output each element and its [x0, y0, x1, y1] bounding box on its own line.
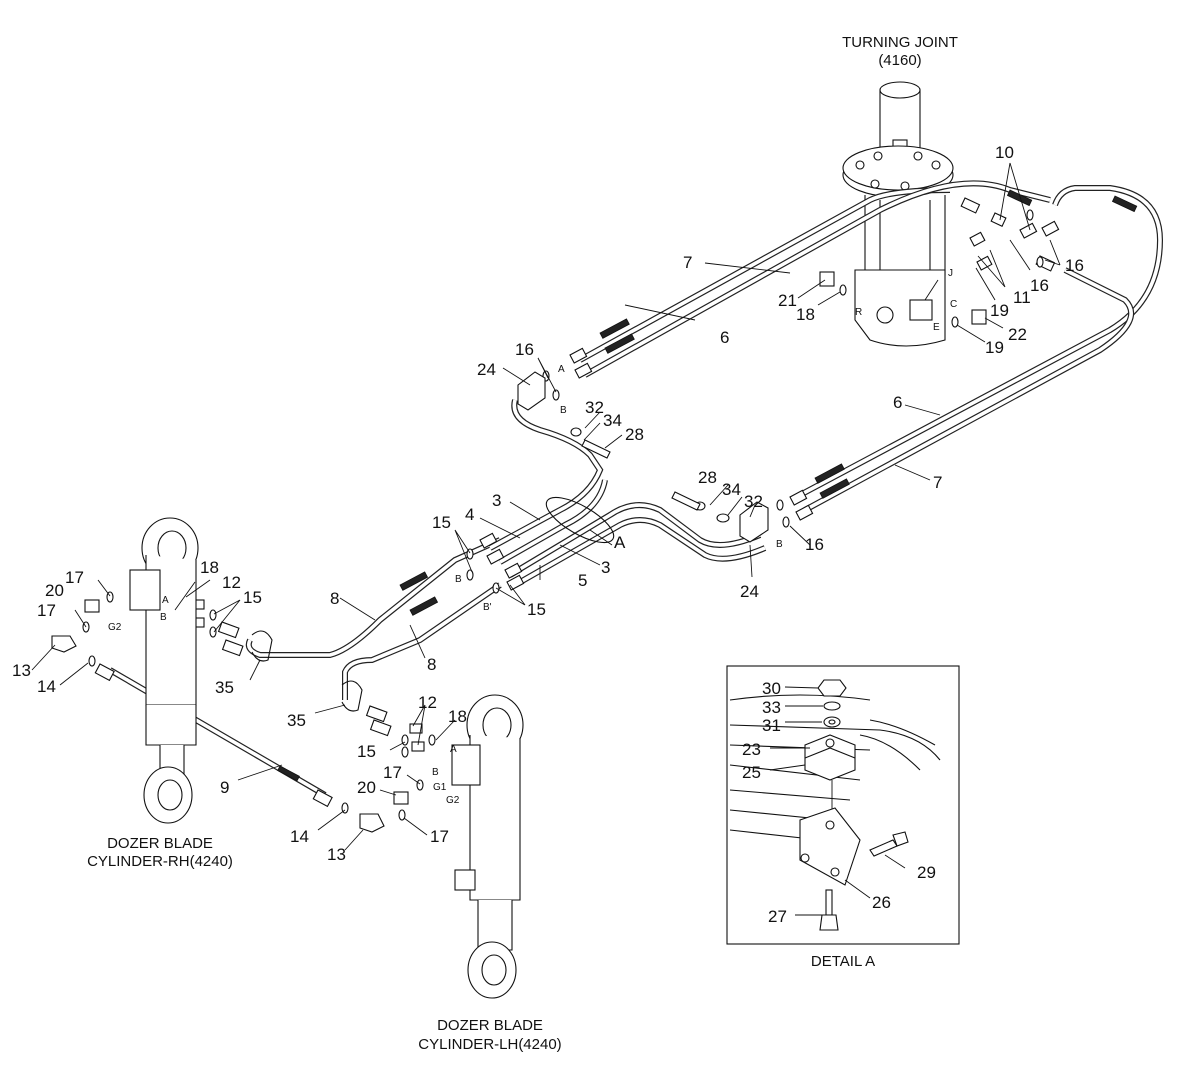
port-b-rh: B: [160, 612, 167, 623]
label-28-lower: 28: [698, 468, 717, 487]
label-8-upper: 8: [330, 589, 339, 608]
hose-routing: [108, 180, 1164, 798]
port-e: E: [933, 322, 940, 333]
label-7-upper: 7: [683, 253, 692, 272]
dozer-blade-cylinder-lh: [451, 694, 524, 999]
label-33: 33: [762, 698, 781, 717]
label-13-rh: 13: [12, 661, 31, 680]
label-16-lower: 16: [805, 535, 824, 554]
detail-a-caption: DETAIL A: [811, 953, 875, 970]
port-g2-lh: G2: [446, 795, 460, 806]
label-16-upper-right: 16: [1065, 256, 1084, 275]
label-16-upper-left: 16: [515, 340, 534, 359]
port-b-prime: B': [483, 602, 492, 613]
port-a-upper: A: [558, 364, 565, 375]
cylinder-lh-caption-line1: DOZER BLADE: [437, 1017, 543, 1034]
label-17-rh-top: 17: [65, 568, 84, 587]
label-32-lower: 32: [744, 492, 763, 511]
label-5: 5: [578, 571, 587, 590]
label-18-lh: 18: [448, 707, 467, 726]
port-b-lower: B: [776, 539, 783, 550]
label-29: 29: [917, 863, 936, 882]
label-10: 10: [995, 143, 1014, 162]
label-4: 4: [465, 505, 474, 524]
cylinder-rh-caption-line1: DOZER BLADE: [107, 835, 213, 852]
leader-lines: [31, 162, 1061, 916]
label-35-left: 35: [215, 678, 234, 697]
port-b-lh: B: [432, 767, 439, 778]
part-number-labels: 10 7 16 16 11 19 21 18 22 19 6 16 24 32 …: [12, 143, 1084, 926]
label-13-lh: 13: [327, 845, 346, 864]
label-22: 22: [1008, 325, 1027, 344]
label-24-upper: 24: [477, 360, 496, 379]
label-19-upper: 19: [990, 301, 1009, 320]
label-15-lh: 15: [357, 742, 376, 761]
label-14-lh: 14: [290, 827, 309, 846]
label-17-lh-bottom: 17: [430, 827, 449, 846]
label-15-rh: 15: [243, 588, 262, 607]
label-12-rh: 12: [222, 573, 241, 592]
label-7-lower: 7: [933, 473, 942, 492]
turning-joint-code: (4160): [878, 52, 921, 69]
label-20-lh: 20: [357, 778, 376, 797]
label-15-upper: 15: [432, 513, 451, 532]
label-32-upper: 32: [585, 398, 604, 417]
port-g2-rh: G2: [108, 622, 122, 633]
port-a-lh: A: [450, 744, 457, 755]
port-b-center: B: [455, 574, 462, 585]
label-12-lh: 12: [418, 693, 437, 712]
label-34-lower: 34: [722, 480, 741, 499]
cylinder-rh-caption-line2: CYLINDER-RH(4240): [87, 853, 233, 870]
detail-a: [726, 665, 960, 945]
turning-joint-caption: TURNING JOINT: [842, 34, 958, 51]
clips: [251, 630, 363, 712]
label-17-lh-top: 17: [383, 763, 402, 782]
label-23: 23: [742, 740, 761, 759]
label-3-upper: 3: [492, 491, 501, 510]
label-19-lower: 19: [985, 338, 1004, 357]
label-31: 31: [762, 716, 781, 735]
label-27: 27: [768, 907, 787, 926]
port-labels: A B B R J C E B B' A B G2 A B G1 G2: [108, 268, 957, 806]
label-25: 25: [742, 763, 761, 782]
dozer-blade-cylinder-rh: [129, 517, 199, 824]
label-24-lower: 24: [740, 582, 759, 601]
port-r: R: [855, 307, 862, 318]
label-34-upper: 34: [603, 411, 622, 430]
label-6-lower: 6: [893, 393, 902, 412]
label-26: 26: [872, 893, 891, 912]
label-3-lower: 3: [601, 558, 610, 577]
section-a-marker: [545, 496, 615, 544]
label-9: 9: [220, 778, 229, 797]
hose-braids: [277, 189, 1138, 782]
fittings: [51, 197, 1060, 833]
label-8-lower: 8: [427, 655, 436, 674]
port-a-rh: A: [162, 595, 169, 606]
label-11: 11: [1013, 288, 1031, 307]
label-17-rh-mid: 17: [37, 601, 56, 620]
label-28-upper: 28: [625, 425, 644, 444]
label-20-rh: 20: [45, 581, 64, 600]
turning-joint: [842, 81, 954, 347]
label-35-center: 35: [287, 711, 306, 730]
label-30: 30: [762, 679, 781, 698]
captions: TURNING JOINT (4160) DOZER BLADE CYLINDE…: [87, 34, 958, 1053]
label-6-upper: 6: [720, 328, 729, 347]
label-18-rh: 18: [200, 558, 219, 577]
label-18-upper: 18: [796, 305, 815, 324]
cylinder-lh-caption-line2: CYLINDER-LH(4240): [418, 1036, 561, 1053]
port-j: J: [948, 268, 953, 279]
label-16-mid-right: 16: [1030, 276, 1049, 295]
port-c: C: [950, 299, 957, 310]
section-a-label: A: [614, 533, 626, 552]
port-g1-lh: G1: [433, 782, 447, 793]
label-15-center: 15: [527, 600, 546, 619]
label-14-rh: 14: [37, 677, 56, 696]
port-b-upper: B: [560, 405, 567, 416]
label-21: 21: [778, 291, 797, 310]
